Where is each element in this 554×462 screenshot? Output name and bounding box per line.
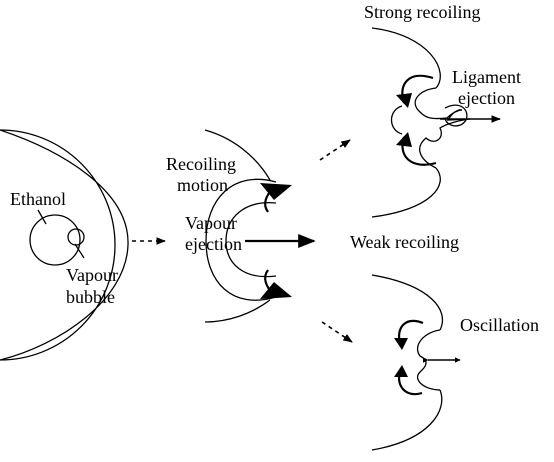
weak-recoiling-label: Weak recoiling bbox=[350, 232, 459, 252]
vapour-bubble-label-line1: Vapour bbox=[66, 265, 118, 285]
vapour-ejection-label-line1: Vapour bbox=[185, 213, 237, 233]
vapour-bubble-leader-line bbox=[74, 243, 85, 259]
vapour-bubble-label-line2: bubble bbox=[66, 287, 115, 307]
oscillation-outline bbox=[416, 329, 441, 391]
droplet-shell-strong bbox=[371, 27, 441, 218]
oscillation-label: Oscillation bbox=[460, 315, 539, 335]
recoiling-motion-label-line1: Recoiling bbox=[166, 154, 236, 174]
vapour-ejection-label-line2: ejection bbox=[185, 234, 242, 254]
ethanol-label: Ethanol bbox=[10, 189, 66, 209]
ligament-ejection-label-line1: Ligament bbox=[452, 67, 521, 87]
cavity-outer-outline bbox=[205, 178, 277, 301]
stage-weak-recoiling: Weak recoiling Oscillation bbox=[350, 232, 539, 451]
ethanol-droplet bbox=[29, 214, 81, 266]
ligament-outline bbox=[414, 87, 471, 169]
vapour-bubble bbox=[67, 228, 85, 246]
strong-recoiling-label: Strong recoiling bbox=[364, 2, 480, 22]
stage-initial: Ethanol Vapour bubble bbox=[0, 129, 129, 361]
droplet-shell-stage2 bbox=[204, 129, 271, 323]
droplet-shell-weak bbox=[371, 274, 444, 451]
transition-arrow-strong bbox=[319, 139, 351, 161]
ligament-ejection-label-line2: ejection bbox=[458, 88, 515, 108]
transition-arrow-weak bbox=[321, 321, 353, 343]
ligament-inner-bulb bbox=[444, 104, 468, 127]
stage-vapour-ejection: Recoiling motion Vapour ejection bbox=[166, 129, 316, 323]
droplet-outline-initial bbox=[0, 129, 129, 361]
strong-recoil-arrow-3 bbox=[390, 105, 403, 135]
cavity-inner-outline bbox=[225, 202, 277, 278]
ethanol-leader-line bbox=[37, 209, 47, 225]
stage-strong-recoiling: Strong recoiling Ligament ejection bbox=[364, 2, 521, 218]
recoiling-motion-label-line2: motion bbox=[177, 175, 228, 195]
